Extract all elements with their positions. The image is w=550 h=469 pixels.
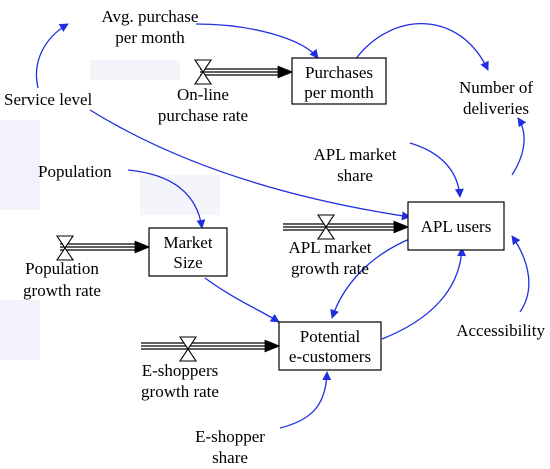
var-eshopper-share: E-shopper (195, 427, 265, 446)
valve-icon (193, 59, 213, 85)
stock-label: Size (173, 253, 202, 272)
flow-apl-market-growth-rate (283, 214, 410, 240)
link-potential-to-apl-users (381, 247, 467, 340)
stock-label: APL users (421, 217, 492, 236)
stock-purchases-per-month: Purchases per month (291, 57, 387, 105)
link-service-level-to-avg-purchase (35, 23, 69, 89)
stock-market-size: Market Size (148, 227, 228, 277)
link-accessibility-to-apl-users (511, 235, 530, 313)
var-eshoppers-growth: E-shoppers (142, 361, 218, 380)
flow-e-shoppers-growth-rate (141, 336, 281, 362)
stock-label: Market (163, 233, 212, 252)
variable-labels: Avg. purchase per month Number of delive… (4, 7, 545, 467)
var-pop-growth: growth rate (23, 281, 101, 300)
valve-icon (316, 214, 336, 240)
var-eshoppers-growth: growth rate (141, 382, 219, 401)
stock-label: Purchases (305, 63, 373, 82)
var-apl-share: APL market (314, 145, 397, 164)
var-population: Population (38, 162, 112, 181)
var-eshopper-share: share (212, 448, 248, 467)
link-apl-users-to-potential (330, 237, 413, 319)
stock-label: Potential (300, 327, 361, 346)
stock-label: e-customers (289, 347, 371, 366)
var-avg-purchase: per month (115, 28, 185, 47)
var-number-deliveries: deliveries (463, 99, 529, 118)
link-eshopper-share-to-potential (279, 371, 332, 429)
link-population-to-market-size (127, 169, 206, 229)
var-online-rate: purchase rate (158, 106, 248, 125)
var-apl-share: share (337, 166, 373, 185)
var-number-deliveries: Number of (459, 78, 533, 97)
link-avg-purchase-to-purchases (195, 23, 319, 59)
var-apl-growth: growth rate (291, 259, 369, 278)
valve-icon (55, 235, 75, 261)
flow-population-growth-rate (55, 235, 151, 261)
var-avg-purchase: Avg. purchase (102, 7, 199, 26)
var-apl-growth: APL market (289, 238, 372, 257)
link-apl-users-to-deliveries (511, 117, 527, 176)
link-apl-share-to-apl-users (409, 142, 464, 198)
flow-online-purchase-rate (193, 59, 294, 85)
var-service-level: Service level (4, 90, 93, 109)
background-artifacts (0, 60, 220, 360)
stock-potential-e-customers: Potential e-customers (278, 321, 382, 371)
var-accessibility: Accessibility (456, 321, 545, 340)
var-pop-growth: Population (25, 259, 99, 278)
stock-label: per month (304, 83, 374, 102)
causal-links (35, 23, 530, 429)
link-purchases-to-deliveries (354, 23, 489, 71)
link-service-level-to-apl-users (89, 109, 411, 221)
stock-apl-users: APL users (407, 201, 505, 251)
link-market-size-to-potential (204, 277, 280, 323)
valve-icon (178, 336, 198, 362)
var-online-rate: On-line (177, 85, 229, 104)
